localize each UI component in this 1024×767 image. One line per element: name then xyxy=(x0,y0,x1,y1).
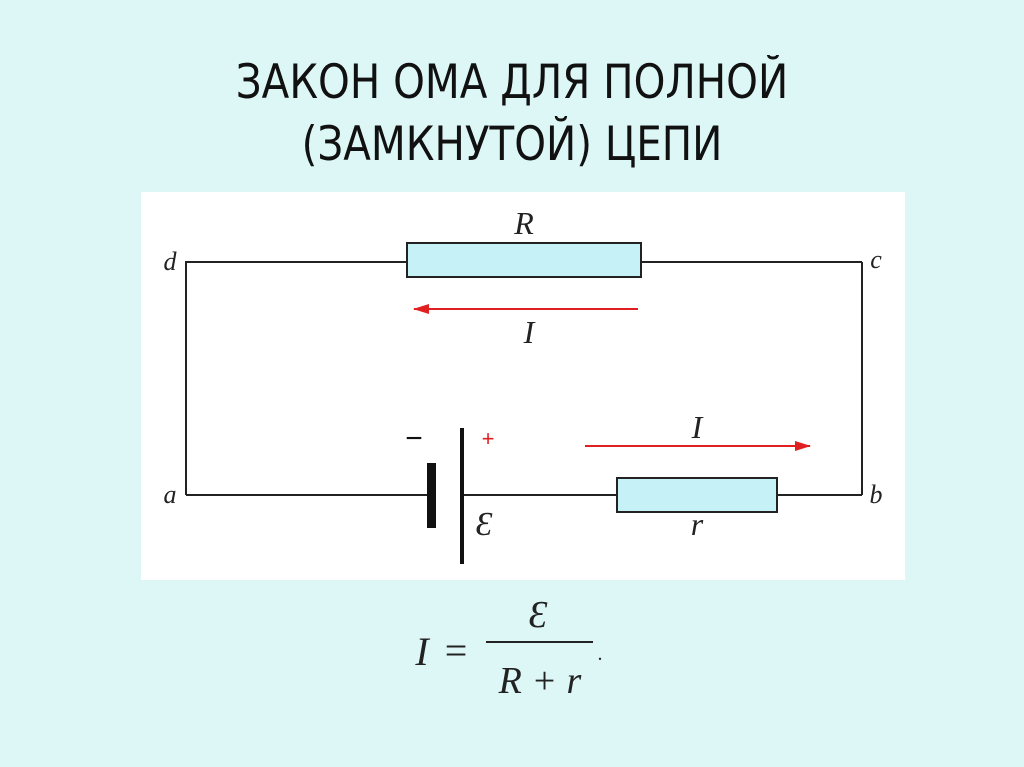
formula-denominator: R + r xyxy=(498,660,582,702)
current-bottom-label: I xyxy=(691,409,704,445)
title-line-2: (ЗАМКНУТОЙ) ЦЕПИ xyxy=(301,117,723,172)
slide-title: ЗАКОН ОМА ДЛЯ ПОЛНОЙ (ЗАМКНУТОЙ) ЦЕПИ xyxy=(72,52,953,176)
ohm-law-formula: I = Ɛ R + r . xyxy=(414,594,602,702)
formula-equals: = xyxy=(445,628,468,673)
node-label-d: d xyxy=(164,247,178,276)
title-line-1: ЗАКОН ОМА ДЛЯ ПОЛНОЙ xyxy=(235,55,789,110)
formula-lhs: I xyxy=(414,629,430,674)
external-resistor-label: R xyxy=(513,205,534,241)
external-resistor xyxy=(406,242,642,278)
internal-resistor xyxy=(616,477,778,513)
battery-plus-sign: + xyxy=(482,426,495,451)
internal-resistor-label: r xyxy=(691,506,704,542)
current-top-label: I xyxy=(523,314,536,350)
node-label-a: a xyxy=(164,480,177,509)
battery-minus-sign: − xyxy=(405,422,423,455)
formula-numerator: Ɛ xyxy=(529,594,548,636)
formula-trailing-period: . xyxy=(598,643,603,665)
node-label-c: c xyxy=(870,245,882,274)
emf-label: Ɛ xyxy=(476,506,493,543)
battery-positive-plate xyxy=(460,428,464,564)
battery-negative-plate xyxy=(427,463,436,528)
node-label-b: b xyxy=(870,480,883,509)
